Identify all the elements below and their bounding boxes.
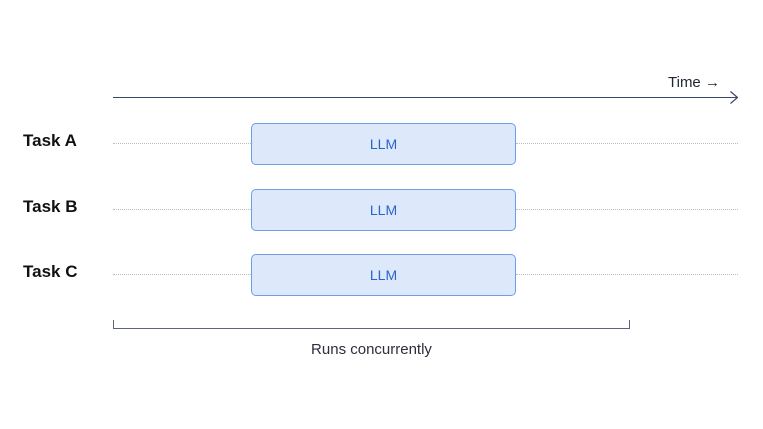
idle-dotted-line — [516, 143, 738, 144]
llm-block: LLM — [251, 189, 516, 231]
idle-dotted-line — [516, 274, 738, 275]
llm-block: LLM — [251, 254, 516, 296]
llm-block-label: LLM — [369, 267, 398, 283]
task-row-b: Task B LLM — [0, 189, 763, 233]
task-label: Task C — [23, 262, 78, 281]
task-label: Task A — [23, 131, 77, 150]
idle-dotted-line — [113, 143, 251, 144]
idle-dotted-line — [113, 274, 251, 275]
task-row-a: Task A LLM — [0, 123, 763, 167]
time-axis-label: Time → — [668, 74, 720, 91]
idle-dotted-line — [113, 209, 251, 210]
arrow-right-icon — [730, 91, 738, 104]
task-label: Task B — [23, 197, 78, 216]
idle-dotted-line — [516, 209, 738, 210]
llm-block: LLM — [251, 123, 516, 165]
concurrency-bracket — [113, 320, 630, 329]
task-row-c: Task C LLM — [0, 254, 763, 298]
time-axis-line — [113, 97, 737, 98]
llm-block-label: LLM — [369, 202, 398, 218]
concurrency-label: Runs concurrently — [311, 341, 432, 358]
llm-block-label: LLM — [369, 136, 398, 152]
